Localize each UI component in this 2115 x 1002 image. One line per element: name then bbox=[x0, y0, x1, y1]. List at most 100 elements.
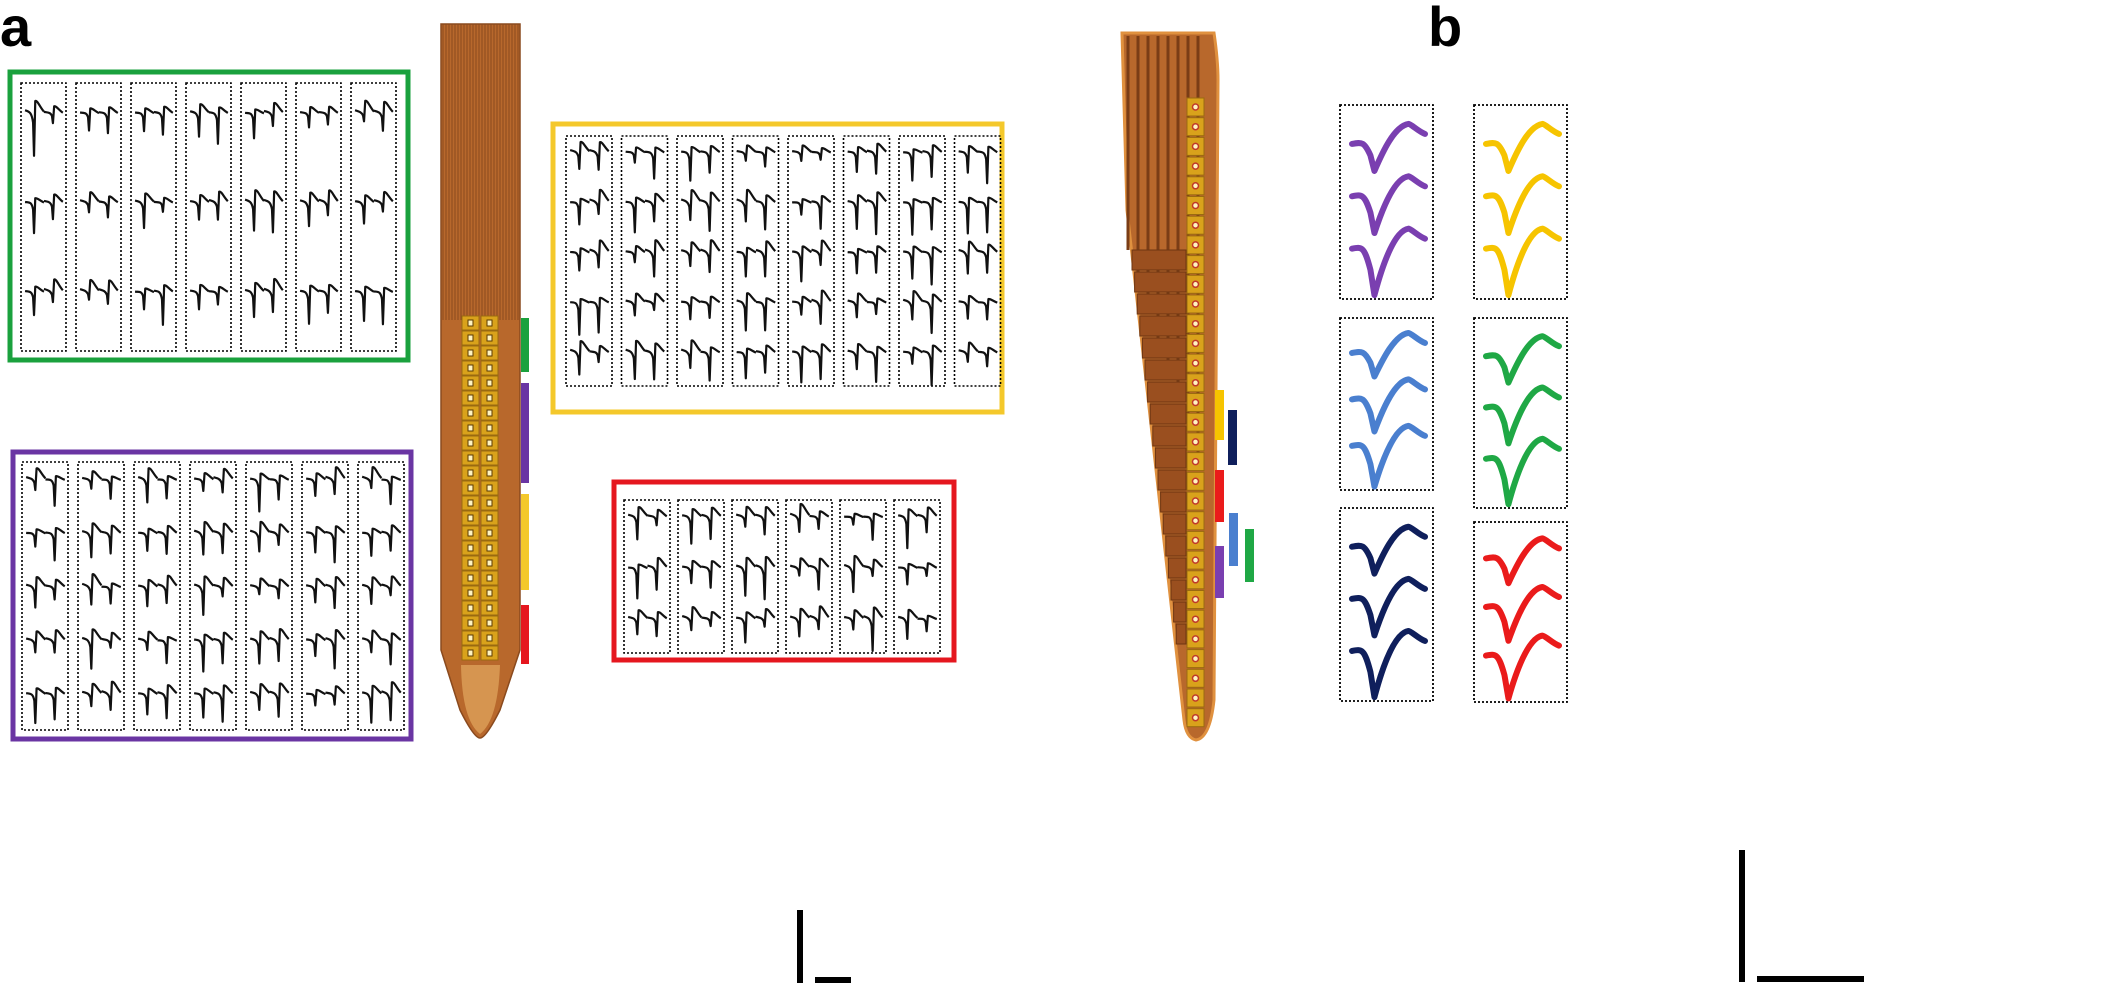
spike-trace bbox=[134, 287, 155, 311]
spike-trace bbox=[269, 578, 290, 600]
spike-trace bbox=[361, 527, 382, 557]
spike-trace bbox=[153, 196, 174, 213]
spike-trace bbox=[811, 343, 832, 381]
spike-trace bbox=[922, 246, 943, 286]
b_purple-waveform-box bbox=[1339, 104, 1434, 300]
spike-trace bbox=[263, 278, 284, 314]
spike-trace bbox=[922, 344, 943, 387]
panel-a-label: a bbox=[0, 0, 32, 58]
spike-trace bbox=[866, 345, 887, 384]
probe-b-stair-block bbox=[1144, 359, 1187, 381]
spike-trace bbox=[903, 198, 923, 236]
spike-trace bbox=[789, 607, 811, 638]
electrode-pad bbox=[486, 604, 493, 612]
electrode-pad bbox=[467, 544, 474, 552]
spike-trace bbox=[325, 685, 346, 706]
spike-trace bbox=[792, 198, 812, 216]
spike-trace bbox=[847, 342, 868, 371]
electrode-pad bbox=[486, 469, 493, 477]
spike-trace bbox=[977, 145, 998, 185]
blue-waveform-trace bbox=[1349, 376, 1428, 435]
spike-trace bbox=[866, 142, 887, 175]
spike-trace bbox=[789, 502, 811, 534]
probe-b-electrode-pad bbox=[1191, 260, 1200, 269]
probe-b-electrode-pad bbox=[1191, 241, 1200, 249]
spike-trace bbox=[701, 560, 722, 589]
spike-trace bbox=[627, 609, 649, 636]
spike-trace bbox=[45, 526, 66, 562]
electrode-pad bbox=[486, 649, 493, 657]
spike-trace bbox=[263, 101, 284, 128]
spike-trace bbox=[361, 684, 383, 724]
spike-trace bbox=[249, 630, 271, 665]
spike-trace bbox=[681, 606, 703, 632]
unit-column bbox=[953, 135, 1002, 387]
spike-trace bbox=[25, 630, 47, 654]
spike-trace bbox=[318, 189, 339, 217]
spike-trace bbox=[381, 632, 402, 666]
spike-trace bbox=[735, 505, 757, 528]
spike-trace bbox=[153, 284, 174, 326]
probe-b-electrode-pad bbox=[1191, 201, 1200, 210]
spike-trace bbox=[681, 508, 703, 545]
green-channel-marker bbox=[521, 318, 529, 372]
unit-column bbox=[731, 499, 779, 654]
spike-trace bbox=[157, 636, 178, 665]
spike-trace bbox=[101, 582, 122, 605]
spike-trace bbox=[45, 686, 66, 721]
electrode-pad bbox=[486, 439, 493, 447]
spike-trace bbox=[193, 633, 215, 673]
spike-trace bbox=[354, 194, 375, 225]
electrode-pad bbox=[467, 394, 474, 402]
spike-trace bbox=[244, 189, 265, 232]
spike-trace bbox=[791, 245, 813, 283]
unit-column bbox=[75, 82, 122, 352]
electrode-pad bbox=[486, 379, 493, 387]
spike-trace bbox=[306, 688, 326, 707]
spike-trace bbox=[791, 345, 813, 384]
electrode-pad bbox=[467, 619, 474, 627]
spike-trace bbox=[917, 562, 938, 578]
spike-trace bbox=[45, 475, 66, 507]
spike-trace bbox=[305, 472, 327, 498]
b_purple-waveform-trace bbox=[1349, 120, 1428, 174]
spike-trace bbox=[847, 247, 868, 275]
spike-trace bbox=[625, 245, 646, 264]
spike-trace bbox=[213, 522, 234, 555]
unit-column bbox=[350, 82, 397, 352]
spike-trace bbox=[193, 687, 214, 719]
b_purple-waveform-trace bbox=[1349, 225, 1428, 299]
electrode-pad bbox=[486, 514, 493, 522]
spike-trace bbox=[681, 559, 703, 585]
spike-trace bbox=[25, 687, 47, 725]
spike-trace bbox=[958, 294, 979, 320]
spike-trace bbox=[902, 290, 924, 321]
spike-trace bbox=[98, 279, 119, 305]
spike-trace bbox=[897, 608, 919, 640]
spike-trace bbox=[361, 576, 383, 606]
spike-trace bbox=[917, 614, 938, 633]
spike-trace bbox=[213, 467, 234, 494]
spike-trace bbox=[736, 188, 757, 223]
electrode-pad bbox=[467, 634, 474, 642]
spike-trace bbox=[157, 524, 178, 555]
electrode-pad bbox=[467, 484, 474, 492]
spike-trace bbox=[134, 107, 155, 133]
probe-b-electrode-pad bbox=[1191, 595, 1200, 604]
spike-trace bbox=[847, 145, 868, 174]
electrode-pad bbox=[486, 544, 493, 552]
spike-trace bbox=[81, 573, 103, 606]
probe-b-electrode-pad bbox=[1191, 438, 1200, 446]
spike-trace bbox=[249, 683, 271, 712]
spike-trace bbox=[958, 341, 979, 363]
spike-trace bbox=[81, 628, 103, 670]
spike-trace bbox=[137, 630, 159, 652]
unit-column bbox=[189, 461, 237, 731]
spike-trace bbox=[153, 105, 174, 136]
spike-trace bbox=[137, 467, 159, 504]
electrode-pad bbox=[467, 649, 474, 657]
spike-trace bbox=[680, 296, 701, 321]
spike-trace bbox=[644, 146, 665, 180]
probe-b-electrode-pad bbox=[1191, 359, 1200, 367]
spike-trace bbox=[627, 506, 649, 541]
